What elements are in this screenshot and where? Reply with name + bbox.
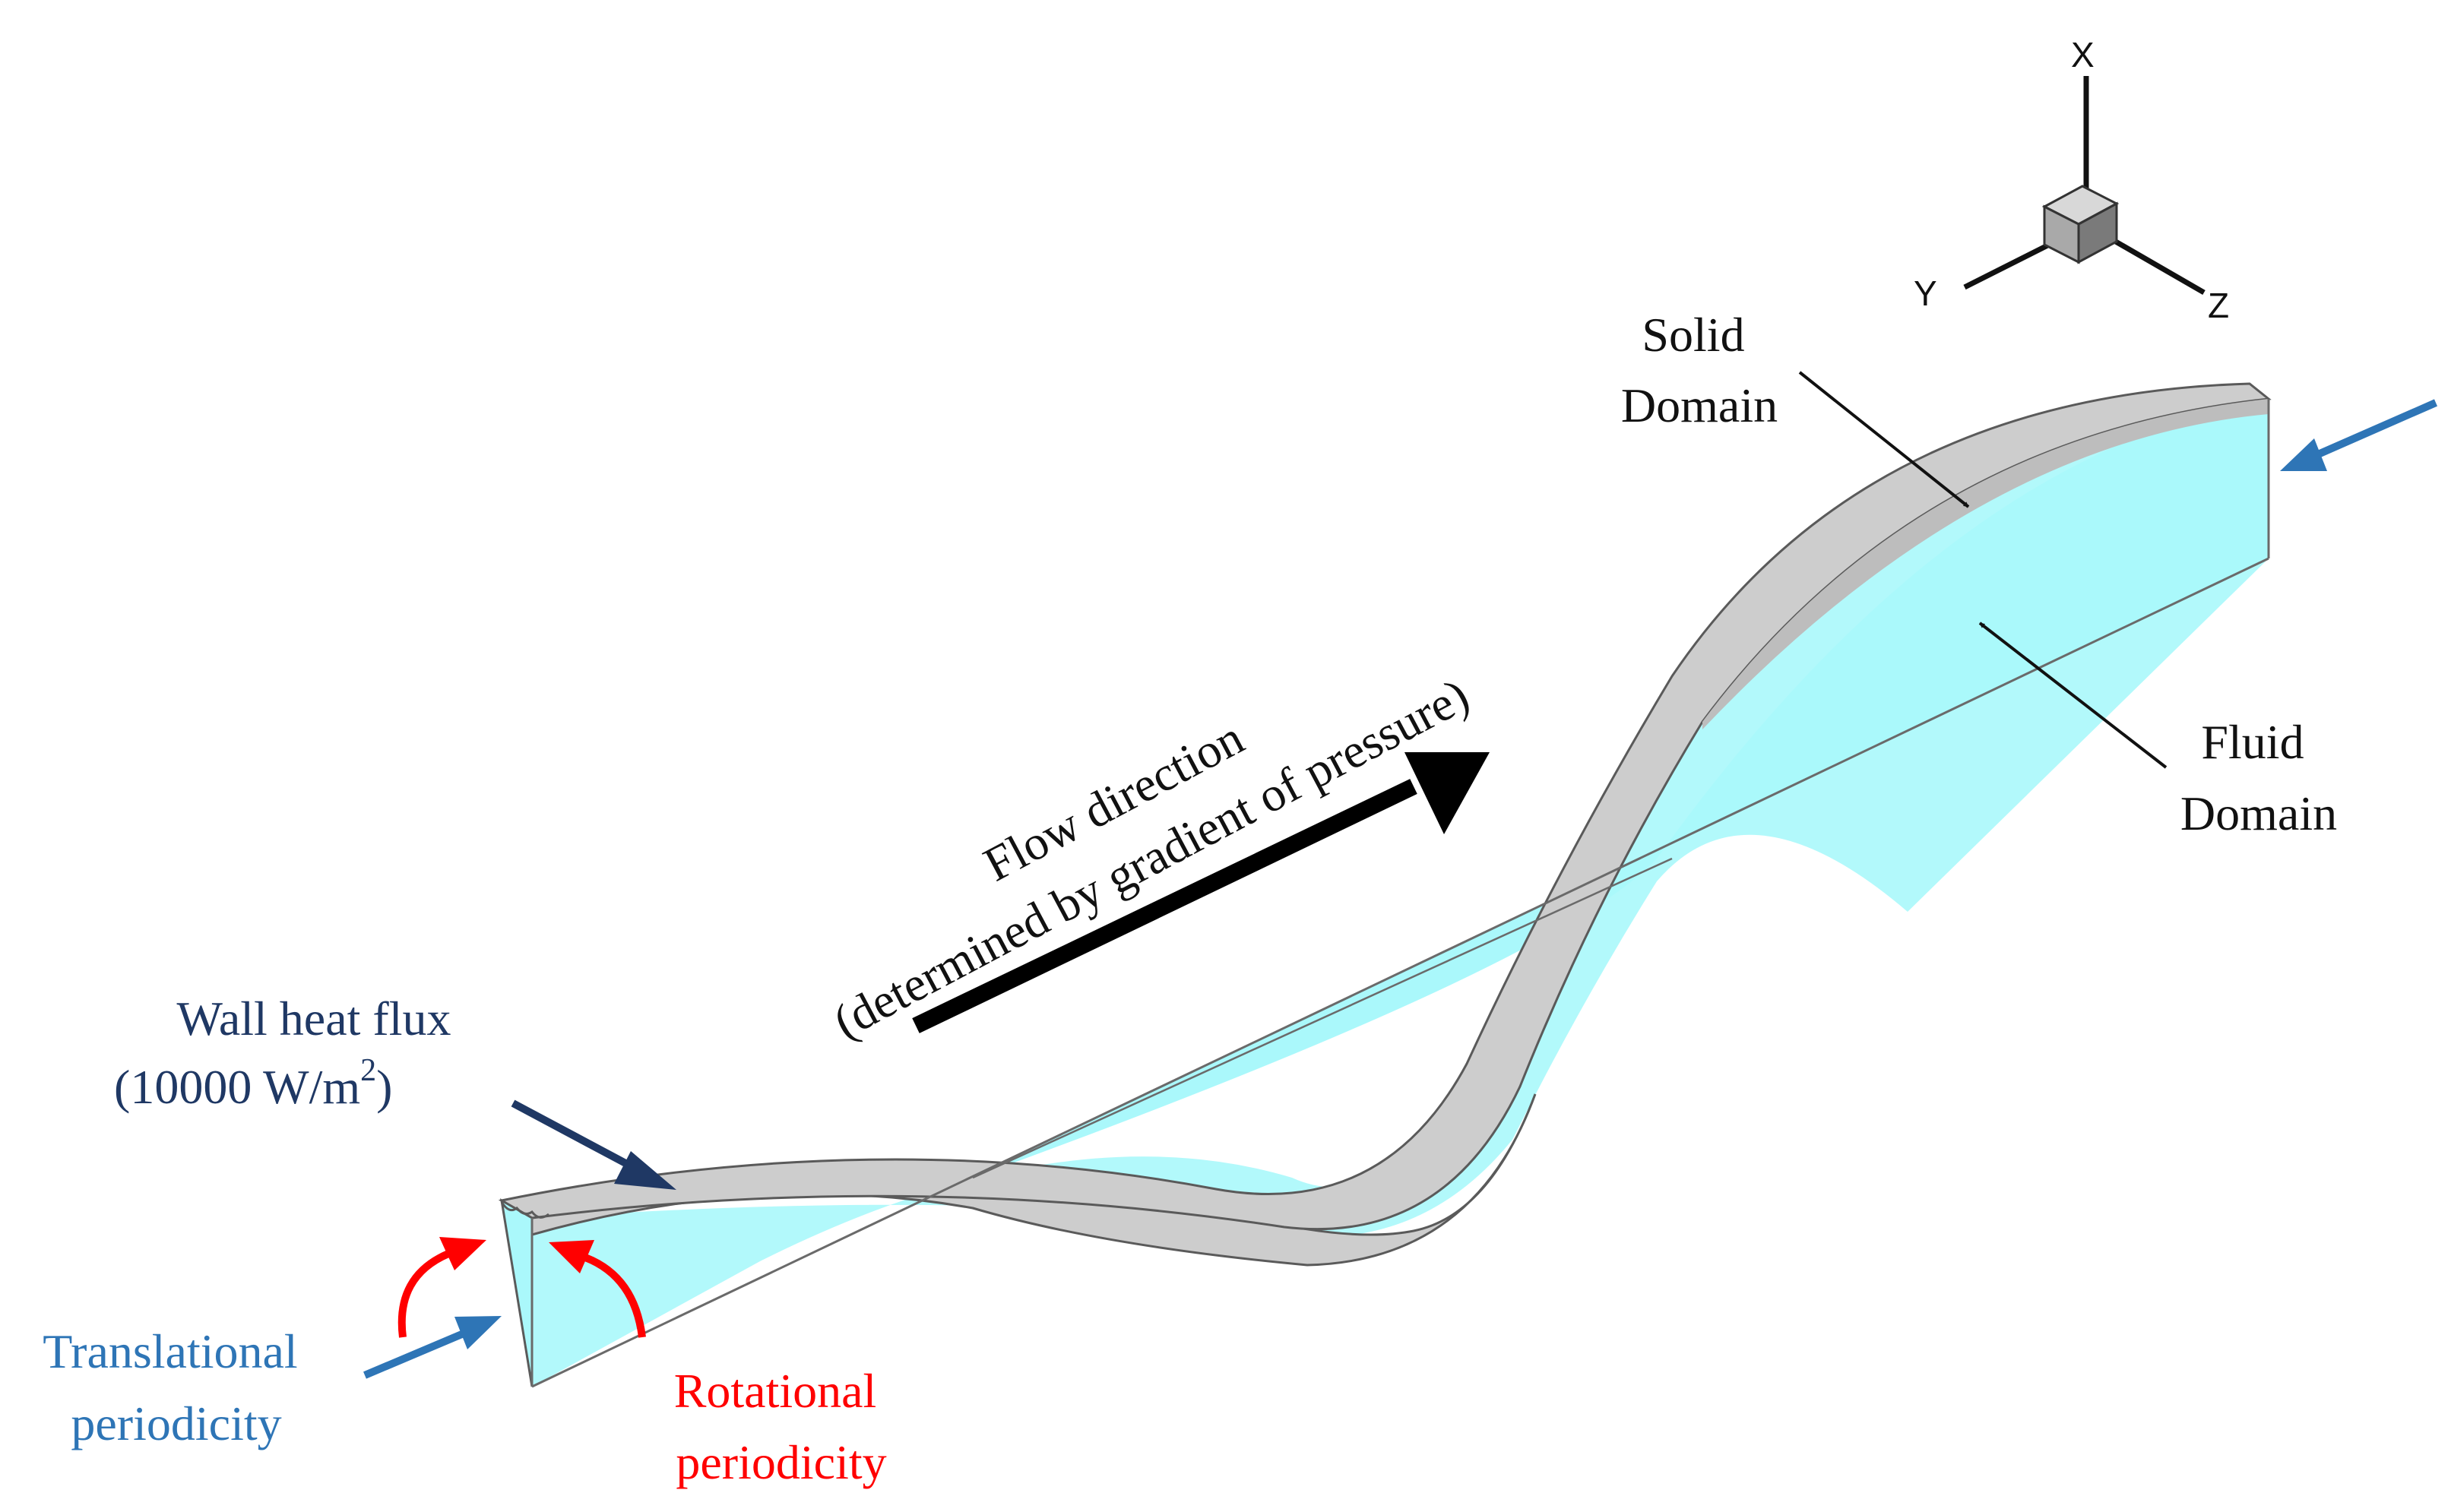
translational-periodicity-label: Translational periodicity [43,1324,309,1450]
flow-direction-label: Flow direction (determined by gradient o… [793,608,1477,1049]
flow-direction-arrow-shaft [912,779,1417,1033]
axis-label-x: X [2071,35,2095,74]
axis-triad: X Y Z [1914,35,2229,325]
wall-heat-flux-title: Wall heat flux [177,992,451,1045]
z-axis-line [2104,232,2206,296]
axis-label-z: Z [2208,286,2229,325]
solid-domain-leader-arrow [1798,371,1970,508]
axis-label-y: Y [1914,274,1937,313]
fluid-domain-leader-arrow [1978,622,2168,769]
rotational-periodicity-label: Rotational periodicity [674,1364,889,1489]
translational-arrow-right-shaft [2316,399,2438,458]
rotational-arrow-left-shaft [397,1250,451,1338]
fluid-domain-label: Fluid Domain [2180,715,2337,840]
channel-geometry [498,382,2272,1388]
rotational-arrow-right-shaft [584,1254,646,1338]
solid-domain-label: Solid Domain [1621,308,1778,432]
translational-arrow-right-head [2280,438,2327,471]
wall-heat-flux-annotation: Wall heat flux (10000 W/m2) [114,992,676,1190]
fluid-domain-front-face [513,399,2269,1387]
axis-cube-right [2077,201,2118,264]
channel-inlet-wavy-edge [500,1201,549,1219]
flow-direction-arrow-head [1404,752,1490,834]
translational-periodicity-annotation: Translational periodicity [43,399,2438,1450]
rotational-periodicity-annotation: Rotational periodicity [397,1237,889,1489]
fluid-domain-annotation: Fluid Domain [1978,622,2337,840]
translational-arrow-left-head [454,1316,502,1349]
solid-domain-end-cap [1702,384,2269,729]
wall-heat-flux-value: (10000 W/m2) [114,1053,392,1114]
fluid-domain-twist-edge [972,857,1673,1179]
wall-heat-flux-arrow-shaft [511,1099,641,1174]
channel-inlet-cross-section [500,1198,534,1387]
translational-arrow-left-shaft [363,1330,465,1379]
wall-heat-flux-arrow-head [614,1151,676,1190]
solid-domain-annotation: Solid Domain [1621,308,1970,508]
fluid-domain-bottom-edge [531,557,2269,1388]
rotational-arrow-left-head [439,1237,486,1270]
rotational-arrow-right-head [549,1240,594,1273]
